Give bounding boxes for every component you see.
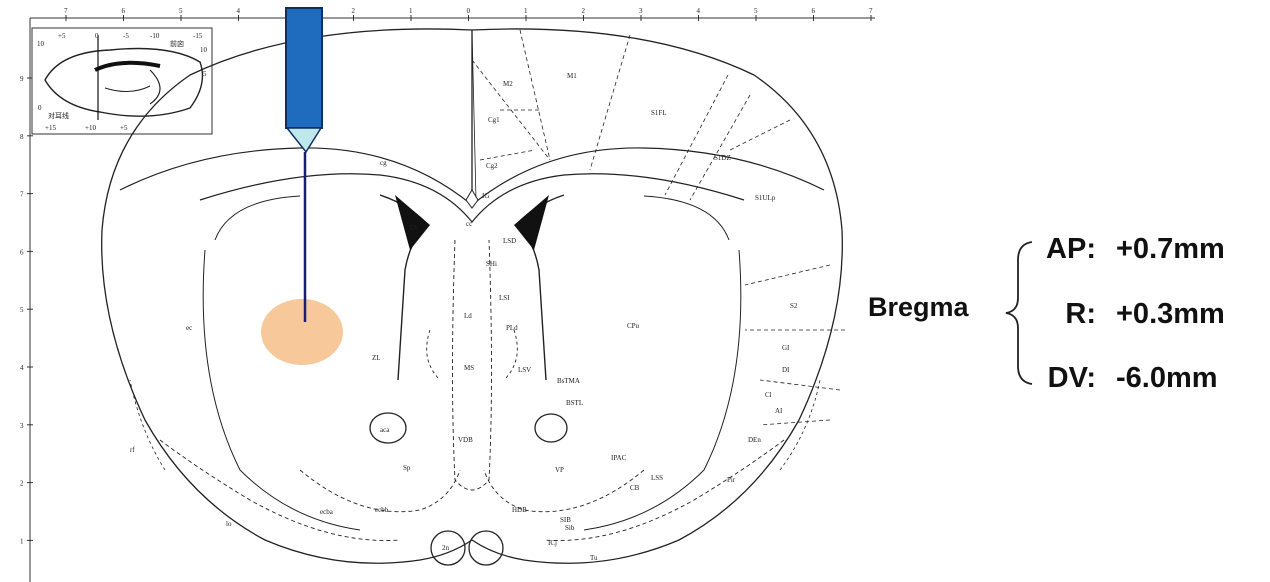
label-ld: Ld: [464, 312, 472, 320]
label-den: DEn: [748, 436, 761, 444]
label-2n: 2n: [442, 544, 450, 552]
inset-num-top-1: +5: [58, 32, 66, 40]
inset-num-bottom-1: +10: [85, 124, 96, 132]
injection-syringe-icon: [286, 8, 322, 322]
left-ruler-label: 5: [20, 306, 24, 314]
left-ruler-label: 2: [20, 480, 24, 488]
top-ruler-label: 7: [64, 7, 68, 15]
label-di: DI: [782, 366, 790, 374]
left-ruler-label: 1: [20, 537, 24, 545]
label-lsi: LSI: [499, 294, 510, 302]
injection-target-area: [261, 299, 343, 365]
label-lsv: LSV: [518, 366, 531, 374]
top-ruler-label: 5: [179, 7, 183, 15]
label-bstl: BSTL: [566, 399, 583, 407]
label-zl: ZL: [372, 354, 381, 362]
label-m2: M2: [503, 80, 513, 88]
label-icj: ICj: [548, 539, 557, 547]
label-ecbb: ecbb: [375, 506, 389, 514]
label-ig: IG: [482, 192, 489, 200]
label-lo: lo: [226, 520, 232, 528]
label-vdb: VDB: [458, 436, 473, 444]
label-s1dz: S1DZ: [714, 154, 731, 162]
label-lv: LV: [410, 224, 419, 232]
top-ruler-label: 4: [237, 7, 241, 15]
left-ruler-label: 3: [20, 422, 24, 430]
left-ruler-label: 4: [20, 364, 24, 372]
inset-side-1: 5: [203, 70, 207, 78]
top-ruler-label: 4: [697, 7, 701, 15]
top-ruler-label: 1: [409, 7, 413, 15]
inset-num-top-5: -15: [193, 32, 203, 40]
label-ecba: ecba: [320, 508, 334, 516]
left-ruler-label: 9: [20, 75, 24, 83]
left-ruler-label: 8: [20, 133, 24, 141]
inset-num-top-0: 10: [37, 40, 45, 48]
inset-side-0: 10: [200, 46, 208, 54]
top-ruler-label: 2: [352, 7, 356, 15]
inset-num-top-4: -10: [150, 32, 160, 40]
top-ruler-label: 5: [754, 7, 758, 15]
label-s1ulp: S1ULp: [755, 194, 776, 202]
label-vp: VP: [555, 466, 564, 474]
label-cb: CB: [630, 484, 640, 492]
label-ms: MS: [464, 364, 474, 372]
label-cg: cg: [380, 159, 387, 167]
label-pir: Pir: [727, 476, 736, 484]
top-ruler-label: 0: [467, 7, 471, 15]
label-cpu: CPu: [627, 322, 640, 330]
top-ruler-label: 2: [582, 7, 586, 15]
label-ipac: IPAC: [611, 454, 627, 462]
label-lsd: LSD: [503, 237, 516, 245]
label-sp: Sp: [403, 464, 411, 472]
inset-num-bottom-0: +15: [45, 124, 56, 132]
label-ec: ec: [186, 324, 192, 332]
inset-num-top-3: -5: [123, 32, 129, 40]
label-bstma: BsTMA: [557, 377, 580, 385]
label-m1: M1: [567, 72, 577, 80]
inset-side-2: 0: [38, 104, 42, 112]
label-cl: Cl: [765, 391, 772, 399]
label-sib: SIB: [560, 516, 571, 524]
label-aca: aca: [380, 426, 390, 434]
left-ruler: 9 8 7 6 5 4 3 2 1: [20, 18, 33, 582]
top-ruler: 765432101234567: [30, 7, 875, 21]
top-ruler-label: 6: [812, 7, 816, 15]
label-rf: rf: [130, 446, 135, 454]
inset-num-top-2: 0: [95, 32, 99, 40]
label-cg2: Cg2: [486, 162, 498, 170]
inset-corner-label: 前囟: [170, 39, 184, 48]
label-sibr: Sib: [565, 524, 575, 532]
label-ai: AI: [775, 407, 783, 415]
inset-num-bottom-2: +5: [120, 124, 128, 132]
label-shi: SHi: [486, 260, 497, 268]
label-s1fl: S1FL: [651, 109, 667, 117]
label-hdb: HDB: [512, 506, 527, 514]
top-ruler-label: 6: [122, 7, 126, 15]
left-ruler-label: 7: [20, 191, 24, 199]
label-tu: Tu: [590, 554, 598, 562]
label-s2: S2: [790, 302, 798, 310]
sagittal-inset: 10 +5 0 -5 -10 -15 前囟 10 5 0 对耳线 +15 +10…: [32, 28, 212, 134]
top-ruler-label: 1: [524, 7, 528, 15]
top-ruler-label: 7: [869, 7, 873, 15]
region-labels: M2 M1 Cg1 Cg2 S1FL S1DZ S1ULp S2 GI DI C…: [130, 72, 798, 562]
coronal-section: [102, 29, 845, 565]
label-lss: LSS: [651, 474, 663, 482]
label-gi: GI: [782, 344, 790, 352]
label-cc: cc: [466, 220, 472, 228]
inset-caption: 对耳线: [48, 111, 69, 120]
label-cg1: Cg1: [488, 116, 500, 124]
left-ruler-label: 6: [20, 248, 24, 256]
label-plsf: PLd: [506, 324, 518, 332]
top-ruler-label: 3: [639, 7, 643, 15]
